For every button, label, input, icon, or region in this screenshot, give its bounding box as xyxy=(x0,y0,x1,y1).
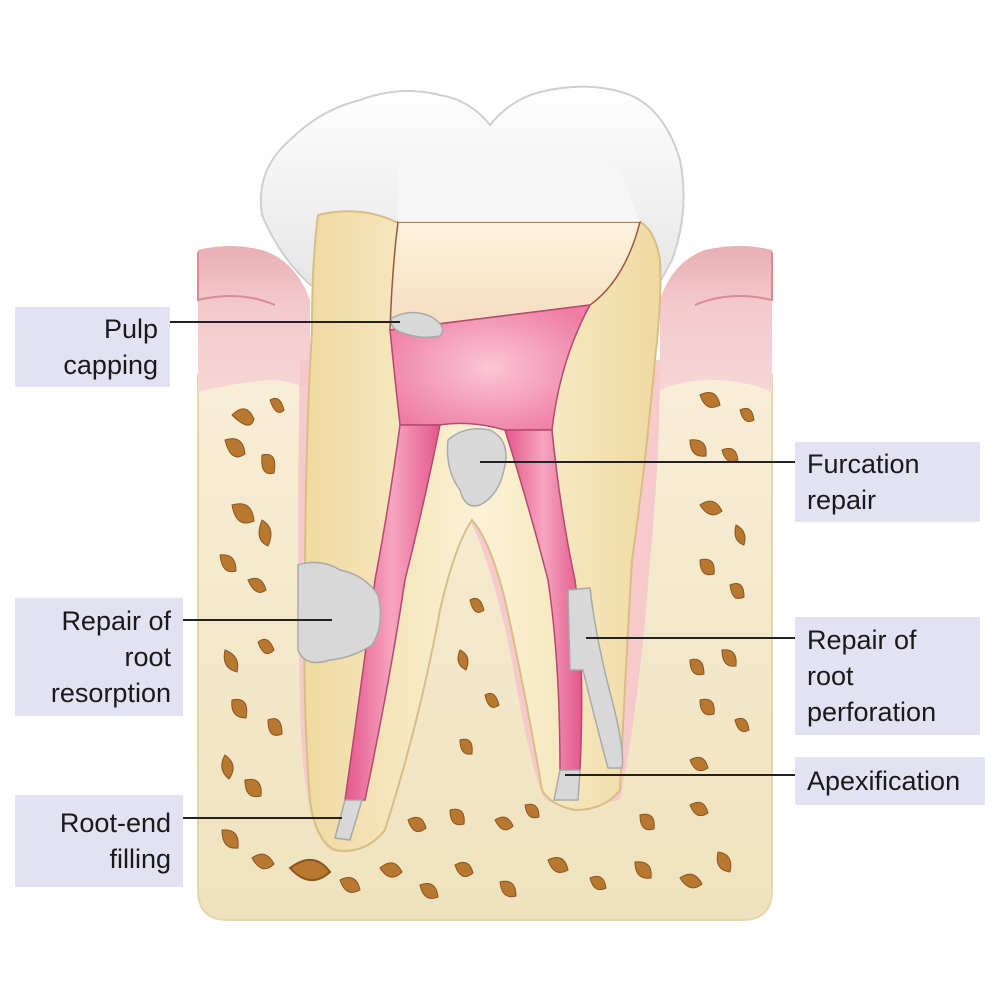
root-end-filling-text: Root-end filling xyxy=(59,808,171,874)
perforation-repair-material xyxy=(567,587,624,769)
pulp-capping-label: Pulp capping xyxy=(15,307,170,387)
root-resorption-label: Repair of root resorption xyxy=(15,598,183,716)
mesial-root-canal xyxy=(344,424,441,801)
apexification-label: Apexification xyxy=(795,757,985,805)
furcation-repair-material xyxy=(446,428,507,507)
root-end-filling-label: Root-end filling xyxy=(15,795,183,887)
root-end-filling-material xyxy=(334,799,364,841)
apexification-text: Apexification xyxy=(807,766,961,796)
repair-materials xyxy=(297,311,624,841)
bone-pores xyxy=(219,392,755,899)
root-resorption-text: Repair of root resorption xyxy=(50,606,171,708)
pulp-capping-material xyxy=(390,311,444,339)
furcation-repair-label: Furcation repair xyxy=(795,442,980,522)
root-perforation-text: Repair of root perforation xyxy=(807,625,937,727)
leader-lines xyxy=(170,321,795,819)
resorption-repair-material xyxy=(297,561,382,664)
pulp-capping-text: Pulp capping xyxy=(63,314,158,380)
gingiva xyxy=(198,246,772,392)
furcation-repair-text: Furcation repair xyxy=(807,449,920,515)
apexification-material xyxy=(553,769,581,801)
root-perforation-label: Repair of root perforation xyxy=(795,617,980,735)
